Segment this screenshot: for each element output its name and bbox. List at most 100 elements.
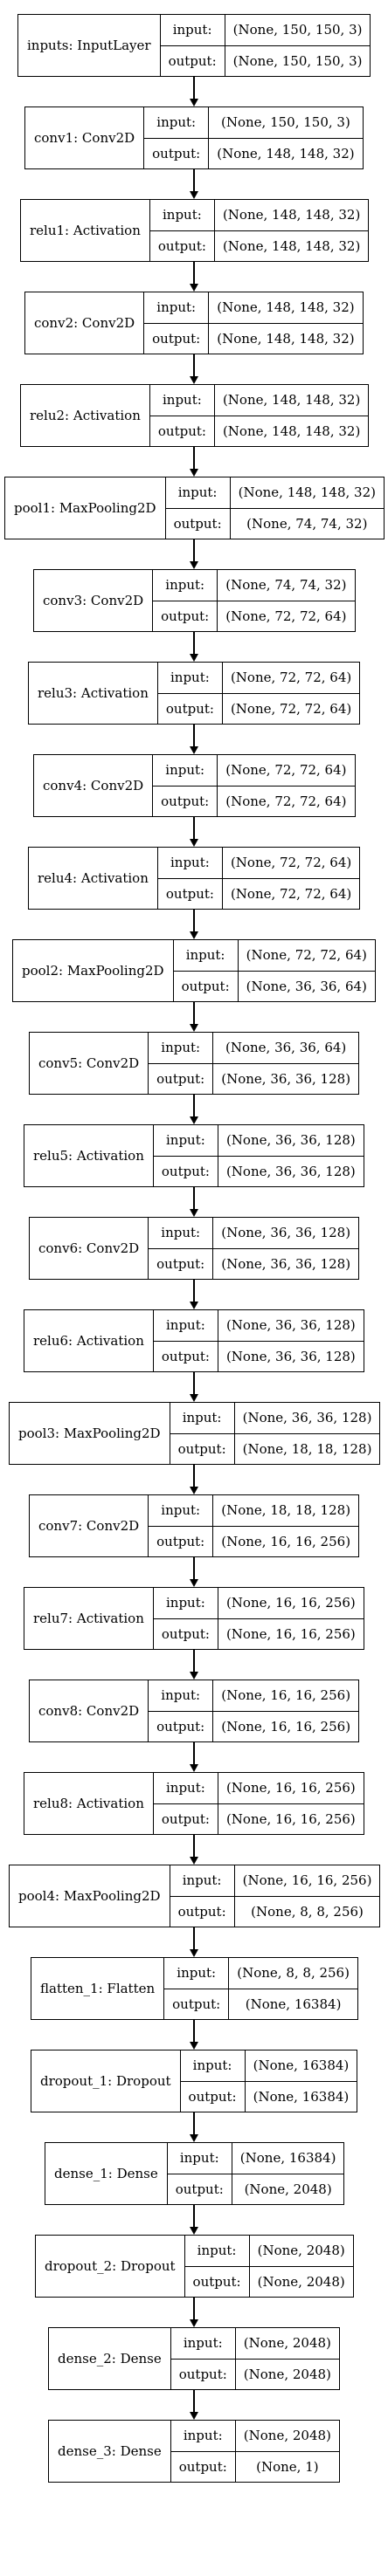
- io-label-column: input:output:: [149, 385, 215, 446]
- arrowhead: [190, 99, 198, 106]
- input-label: input:: [149, 200, 214, 231]
- input-label: input:: [149, 1033, 213, 1064]
- output-shape: (None, 1): [256, 2458, 319, 2475]
- input-shape: (None, 36, 36, 128): [218, 1310, 364, 1342]
- edge-line: [193, 1280, 195, 1302]
- io-label-column: input:output:: [170, 2421, 236, 2482]
- input-label: input:: [180, 2050, 245, 2082]
- output-label: output:: [161, 1163, 210, 1179]
- output-label: output:: [173, 515, 222, 532]
- input-shape: (None, 148, 148, 32): [230, 477, 384, 509]
- edge-line: [193, 77, 195, 100]
- layer-label: dropout_1: Dropout: [31, 2050, 181, 2112]
- input-shape: (None, 150, 150, 3): [225, 15, 371, 46]
- arrowhead: [190, 1579, 198, 1587]
- edge-line: [193, 1002, 195, 1025]
- arrowhead: [190, 931, 198, 939]
- io-label-column: input: output:: [157, 848, 223, 909]
- output-shape: (None, 72, 72, 64): [230, 700, 352, 717]
- io-label-column: input:output:: [153, 570, 218, 631]
- input-label: input:: [164, 1958, 229, 1989]
- layer-label: relu2: Activation: [21, 385, 150, 446]
- output-label: output:: [177, 1903, 226, 1920]
- arrowhead: [190, 1949, 198, 1957]
- input-label: input:: [157, 663, 222, 694]
- input-label: input:: [149, 1218, 213, 1249]
- layer-label: relu1: Activation: [21, 200, 150, 261]
- io-label-column: input:output:: [149, 1495, 214, 1556]
- input-label: input:: [170, 2421, 235, 2452]
- output-label: output:: [157, 237, 206, 254]
- edge-line: [193, 1927, 195, 1950]
- edge-line: [193, 1557, 195, 1580]
- arrowhead: [190, 1209, 198, 1217]
- output-label: output:: [165, 885, 214, 902]
- input-shape: (None, 16, 16, 256): [218, 1773, 364, 1804]
- layer-label: conv8: Conv2D: [30, 1680, 149, 1741]
- shape-value-column: (None, 148, 148, 32)(None, 148, 148, 32): [214, 200, 369, 261]
- input-label: input:: [173, 940, 238, 972]
- input-label: input:: [157, 848, 222, 879]
- shape-value-column: (None, 36, 36, 128)(None, 36, 36, 128): [218, 1310, 364, 1371]
- output-label: output:: [177, 1440, 226, 1457]
- layer-label: relu5: Activation: [24, 1125, 154, 1186]
- output-shape: (None, 148, 148, 32): [222, 422, 361, 439]
- edge-line: [193, 1465, 195, 1487]
- input-shape: (None, 148, 148, 32): [214, 385, 369, 416]
- output-shape: (None, 2048): [257, 2273, 345, 2290]
- output-shape: (None, 36, 36, 64): [246, 978, 367, 994]
- input-shape: (None, 16, 16, 256): [218, 1588, 364, 1619]
- shape-value-column: (None, 16384)(None, 2048): [232, 2143, 344, 2204]
- output-shape: (None, 72, 72, 64): [225, 608, 347, 624]
- edge-line: [193, 1835, 195, 1858]
- input-label: input:: [153, 570, 218, 601]
- input-shape: (None, 72, 72, 64): [218, 755, 355, 787]
- edge-line: [193, 2112, 195, 2135]
- input-label: input:: [160, 15, 225, 46]
- input-label: input:: [170, 1403, 234, 1434]
- io-label-column: input:output:: [160, 15, 225, 76]
- input-shape: (None, 36, 36, 128): [218, 1125, 364, 1157]
- shape-value-column: (None, 18, 18, 128)(None, 16, 16, 256): [213, 1495, 359, 1556]
- shape-value-column: (None, 148, 148, 32)(None, 74, 74, 32): [230, 477, 384, 539]
- arrowhead: [190, 1024, 198, 1032]
- arrowhead: [190, 2042, 198, 2050]
- arrowhead: [190, 1857, 198, 1865]
- layer-label: conv6: Conv2D: [30, 1218, 149, 1279]
- shape-value-column: (None, 36, 36, 128)(None, 36, 36, 128): [213, 1218, 359, 1279]
- input-shape: (None, 36, 36, 128): [213, 1218, 359, 1249]
- output-shape: (None, 16, 16, 256): [225, 1810, 356, 1827]
- layer-label: relu6: Activation: [24, 1310, 154, 1371]
- layer-label: relu7: Activation: [24, 1588, 154, 1649]
- layer-label: conv2: Conv2D: [25, 292, 145, 354]
- input-label: input:: [170, 2328, 235, 2360]
- layer-label: conv1: Conv2D: [25, 107, 145, 168]
- edge-line: [193, 1742, 195, 1765]
- layer-label: inputs: InputLayer: [18, 15, 161, 76]
- io-label-column: input: output:: [170, 1403, 235, 1464]
- edge-line: [193, 2390, 195, 2413]
- input-label: input:: [153, 755, 218, 787]
- arrowhead: [190, 1394, 198, 1402]
- edge-line: [193, 817, 195, 840]
- input-shape: (None, 72, 72, 64): [222, 663, 360, 694]
- output-label: output:: [188, 2088, 237, 2105]
- layer-label: relu3: Activation: [29, 663, 158, 724]
- shape-value-column: (None, 72, 72, 64) (None, 72, 72, 64): [222, 663, 360, 724]
- shape-value-column: (None, 16, 16, 256)(None, 16, 16, 256): [213, 1680, 359, 1741]
